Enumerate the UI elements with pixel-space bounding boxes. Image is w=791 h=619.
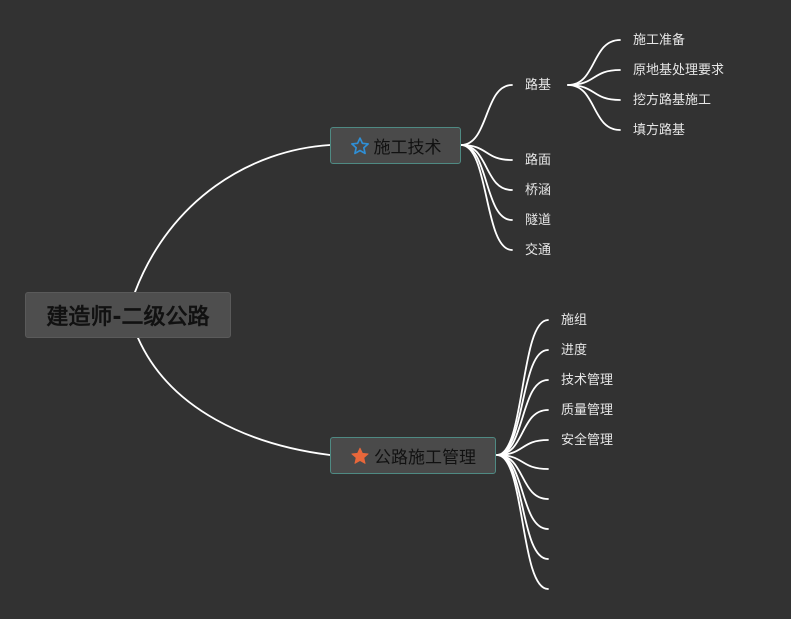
link-root-tech — [134, 144, 331, 293]
link-root-mgmt — [137, 337, 331, 456]
link-roadbed-child — [567, 39, 621, 86]
link-roadbed-child — [567, 84, 621, 131]
subleaf-node[interactable]: 施工准备 — [633, 33, 686, 48]
link-tech-child — [460, 144, 513, 221]
branch-label: 公路施工管理 — [374, 448, 476, 468]
leaf-node-plan[interactable]: 施组 — [561, 313, 588, 328]
leaf-node-roadbed[interactable]: 路基 — [525, 78, 552, 93]
root-node[interactable]: 建造师-二级公路 — [25, 292, 231, 338]
branch-label: 施工技术 — [373, 138, 442, 158]
subleaf-node[interactable]: 原地基处理要求 — [633, 63, 725, 78]
root-label: 建造师-二级公路 — [46, 305, 210, 330]
branch-node-tech[interactable]: 施工技术 — [330, 127, 461, 164]
link-mgmt-child — [496, 349, 549, 456]
leaf-node-quality-mgmt[interactable]: 质量管理 — [561, 403, 614, 418]
link-mgmt-child — [496, 409, 549, 456]
link-tech-child — [460, 84, 513, 146]
leaf-node-safety-mgmt[interactable]: 安全管理 — [561, 433, 614, 448]
subleaf-node[interactable]: 填方路基 — [633, 123, 686, 138]
link-mgmt-child — [496, 454, 549, 590]
link-mgmt-child — [496, 379, 549, 456]
leaf-node-schedule[interactable]: 进度 — [561, 343, 588, 358]
leaf-node-bridge[interactable]: 桥涵 — [525, 183, 552, 198]
star-filled-icon — [351, 447, 369, 464]
subleaf-node[interactable]: 挖方路基施工 — [633, 93, 712, 108]
leaf-node-tunnel[interactable]: 隧道 — [525, 213, 552, 228]
link-mgmt-child — [496, 454, 549, 560]
star-outline-icon — [350, 136, 369, 154]
leaf-node-traffic[interactable]: 交通 — [525, 243, 552, 258]
leaf-node-tech-mgmt[interactable]: 技术管理 — [561, 373, 614, 388]
leaf-node-pavement[interactable]: 路面 — [525, 153, 552, 168]
link-tech-child — [460, 144, 513, 251]
link-mgmt-child — [496, 319, 549, 456]
branch-node-mgmt[interactable]: 公路施工管理 — [330, 437, 496, 474]
